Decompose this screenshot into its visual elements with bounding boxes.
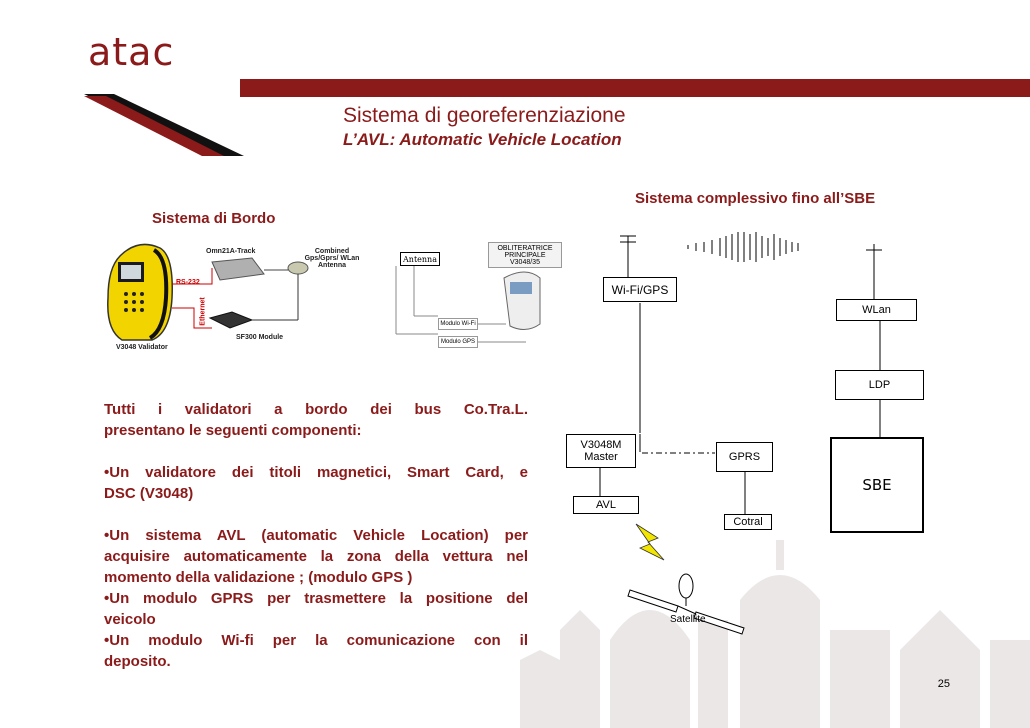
item1-line1: •Un validatore dei titoli magnetici, Sma… — [104, 464, 528, 481]
label-omn21a-track: Omn21A-Track — [206, 248, 256, 255]
intro-line2: presentano le seguenti componenti: — [104, 422, 362, 439]
item1-line2: DSC (V3048) — [104, 485, 194, 502]
components-description: Tutti i validatori a bordo dei bus Co.Tr… — [104, 399, 528, 672]
wifi-gps-box: Wi-Fi/GPS — [603, 277, 677, 302]
label-v3048-validator: V3048 Validator — [116, 344, 168, 351]
item4-line1: •Un modulo Wi-fi per la comunicazione co… — [104, 632, 528, 649]
wiring-diagram: Antenna OBLITERATRICE PRINCIPALE V3048/3… — [386, 238, 562, 356]
rome-skyline-watermark — [520, 540, 1030, 728]
obliteratrice-box: OBLITERATRICE PRINCIPALE V3048/35 — [488, 242, 562, 268]
master-line2: Master — [584, 451, 618, 463]
obliteratrice-line2: PRINCIPALE V3048/35 — [504, 251, 546, 266]
right-section-heading: Sistema complessivo fino all’SBE — [635, 190, 876, 207]
satellite-label: Satellite — [670, 614, 706, 625]
validator-device-image — [107, 243, 309, 341]
page-number: 25 — [937, 678, 950, 690]
ldp-box: LDP — [835, 370, 924, 400]
header-decoration — [84, 94, 244, 156]
gprs-box: GPRS — [716, 442, 773, 472]
master-box: V3048M Master — [566, 434, 636, 468]
item2-line2: acquisire automaticamente la zona della … — [104, 548, 528, 565]
master-line1: V3048M — [580, 439, 622, 451]
page-title: Sistema di georeferenziazione — [343, 104, 626, 127]
system-diagram-lines — [599, 232, 882, 635]
modulo-wifi-box: Modulo Wi-Fi — [438, 318, 478, 330]
avl-box: AVL — [573, 496, 639, 514]
antenna-box: Antenna — [400, 252, 440, 266]
label-combined-antenna: Combined Gps/Gprs/ WLan Antenna — [304, 248, 360, 269]
wlan-box: WLan — [836, 299, 917, 321]
header-brand-bar — [240, 79, 1030, 97]
left-section-heading: Sistema di Bordo — [152, 210, 276, 227]
sbe-box: SBE — [830, 437, 924, 533]
item3-line2: veicolo — [104, 611, 156, 628]
page-subtitle: L’AVL: Automatic Vehicle Location — [343, 130, 622, 149]
obliteratrice-line1: OBLITERATRICE — [497, 244, 553, 252]
label-sf300-module: SF300 Module — [236, 334, 284, 341]
item3-line1: •Un modulo GPRS per trasmettere la posit… — [104, 590, 528, 607]
label-ethernet: Ethernet — [199, 297, 207, 326]
atac-logo: atac — [88, 30, 175, 74]
label-rs232: RS-232 — [176, 279, 200, 286]
item2-line3: momento della validazione ; (modulo GPS … — [104, 569, 413, 586]
modulo-gps-box: Modulo GPS — [438, 336, 478, 348]
onboard-system-diagram: Omn21A-Track Combined Gps/Gprs/ WLan Ant… — [102, 238, 382, 358]
item2-line1: •Un sistema AVL (automatic Vehicle Locat… — [104, 527, 528, 544]
intro-line1: Tutti i validatori a bordo dei bus Co.Tr… — [104, 401, 528, 418]
item4-line2: deposito. — [104, 653, 171, 670]
cotral-box: Cotral — [724, 514, 772, 530]
